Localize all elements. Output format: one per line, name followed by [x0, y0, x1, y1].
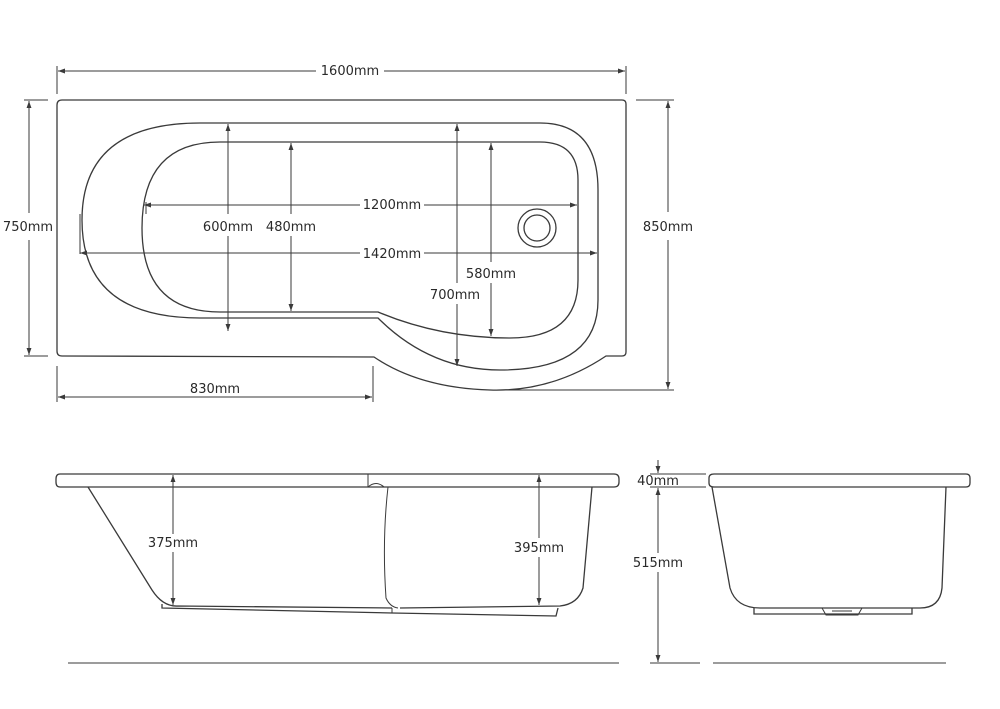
end-elevation: 40mm 515mm — [633, 460, 971, 664]
side-body-right — [399, 486, 593, 609]
label-inner-length-top: 1200mm — [363, 198, 421, 213]
waste-outlet-outer — [517, 208, 557, 248]
label-overall-length: 1600mm — [321, 64, 379, 79]
plan-bowl-contour — [141, 141, 579, 339]
label-total-height: 515mm — [633, 556, 683, 571]
plan-outer-outline — [56, 99, 627, 391]
side-elevation: 375mm 395mm — [55, 473, 620, 664]
end-body — [711, 486, 947, 609]
label-inner-width-outer: 600mm — [203, 220, 253, 235]
label-shower-width-outer: 700mm — [430, 288, 480, 303]
label-inner-width-inner: 480mm — [266, 220, 316, 235]
side-body-left — [87, 486, 393, 609]
label-max-width: 850mm — [643, 220, 693, 235]
label-overall-width: 750mm — [3, 220, 53, 235]
label-rim-thickness: 40mm — [637, 474, 679, 489]
label-depth-right: 395mm — [514, 541, 564, 556]
end-waste — [821, 607, 863, 616]
end-base — [753, 608, 913, 615]
side-divider — [383, 486, 399, 609]
side-shoulder — [367, 483, 385, 488]
label-inner-length-bottom: 1420mm — [363, 247, 421, 262]
side-rim — [55, 473, 620, 488]
label-depth-left: 375mm — [148, 536, 198, 551]
label-shower-width-inner: 580mm — [466, 267, 516, 282]
plan-rim-contour — [81, 122, 599, 371]
label-straight-section: 830mm — [190, 382, 240, 397]
waste-outlet-inner — [523, 214, 551, 242]
end-rim — [708, 473, 971, 488]
plan-view: 1600mm 750mm 850mm 1200mm 1420mm 600mm 4… — [3, 64, 693, 402]
